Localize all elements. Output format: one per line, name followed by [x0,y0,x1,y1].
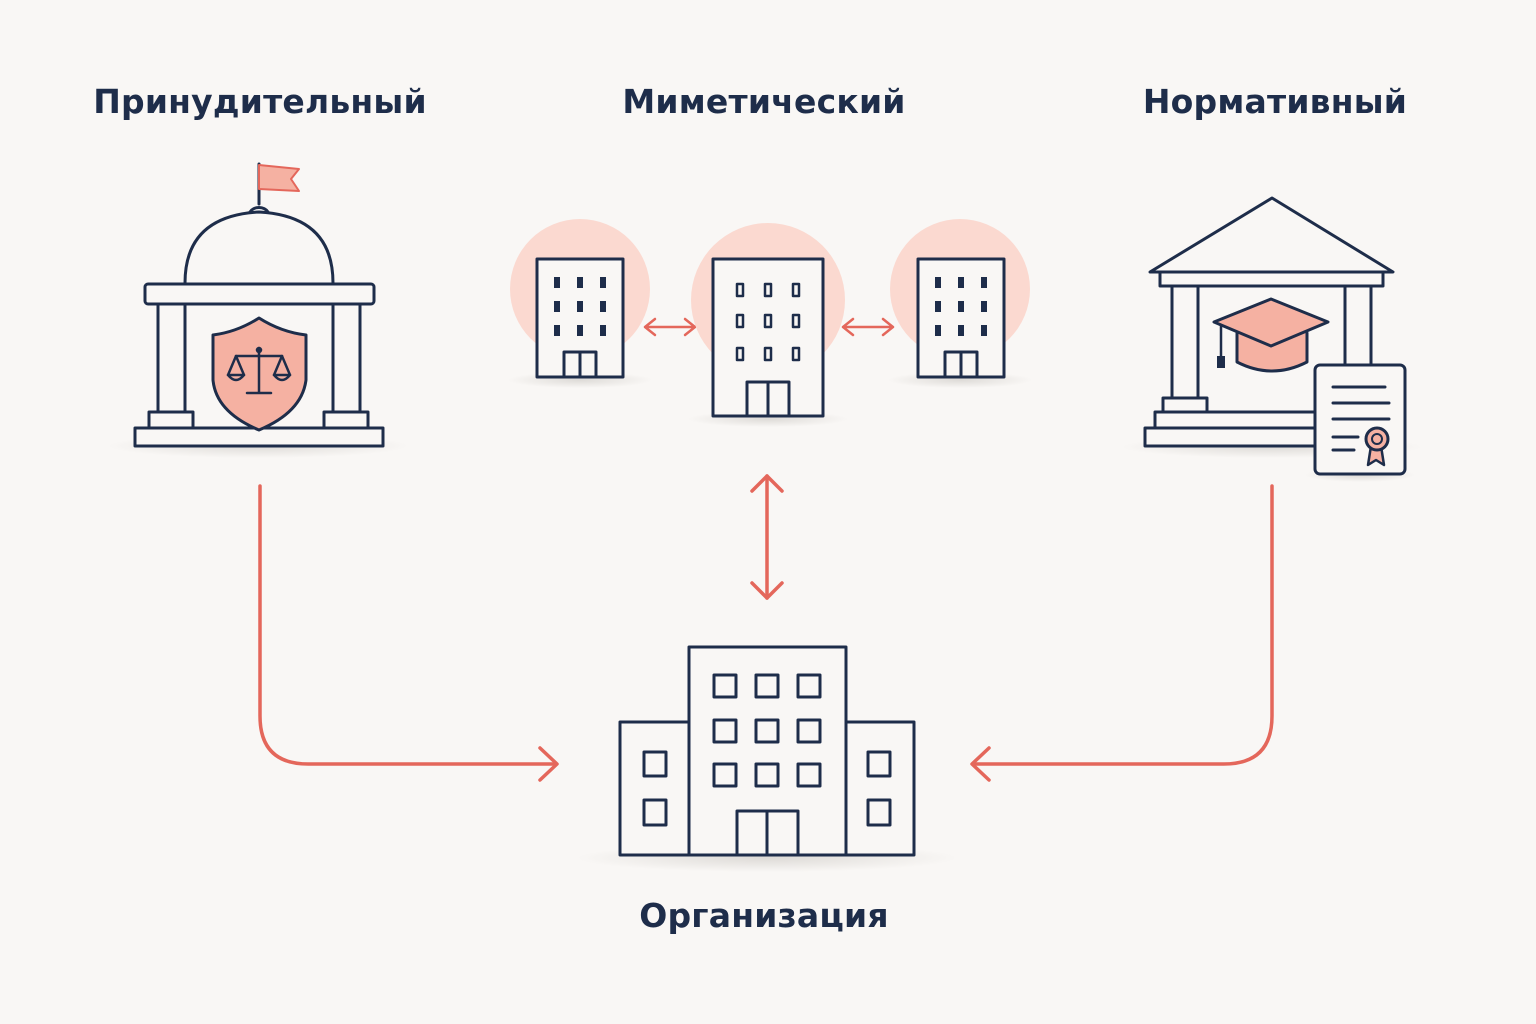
coercive-arrowhead [538,746,559,782]
mimetic-peers [508,219,1032,427]
office-building-icon [888,257,1032,388]
label-mimetic: Миметический [622,82,906,121]
coercive-connector [258,484,558,766]
connectors [258,317,1274,782]
flag-icon [258,164,300,192]
certificate-icon [1305,363,1415,482]
label-organization: Организация [639,896,889,935]
peer-arrow-left [643,317,697,337]
label-coercive: Принудительный [93,82,427,121]
normative-connector [971,484,1274,766]
graduation-cap-icon [1212,297,1330,373]
mimetic-vertical-arrowhead-top [750,474,784,493]
label-normative: Нормативный [1142,82,1408,121]
organization-building-icon [577,645,957,872]
university-icon [1122,196,1422,482]
normative-arrowhead [970,746,991,782]
office-building-icon [688,257,848,427]
office-building-icon [508,257,652,388]
government-dome-icon [108,162,408,458]
peer-arrow-right [841,317,895,337]
mimetic-vertical-arrowhead-bottom [750,581,784,600]
